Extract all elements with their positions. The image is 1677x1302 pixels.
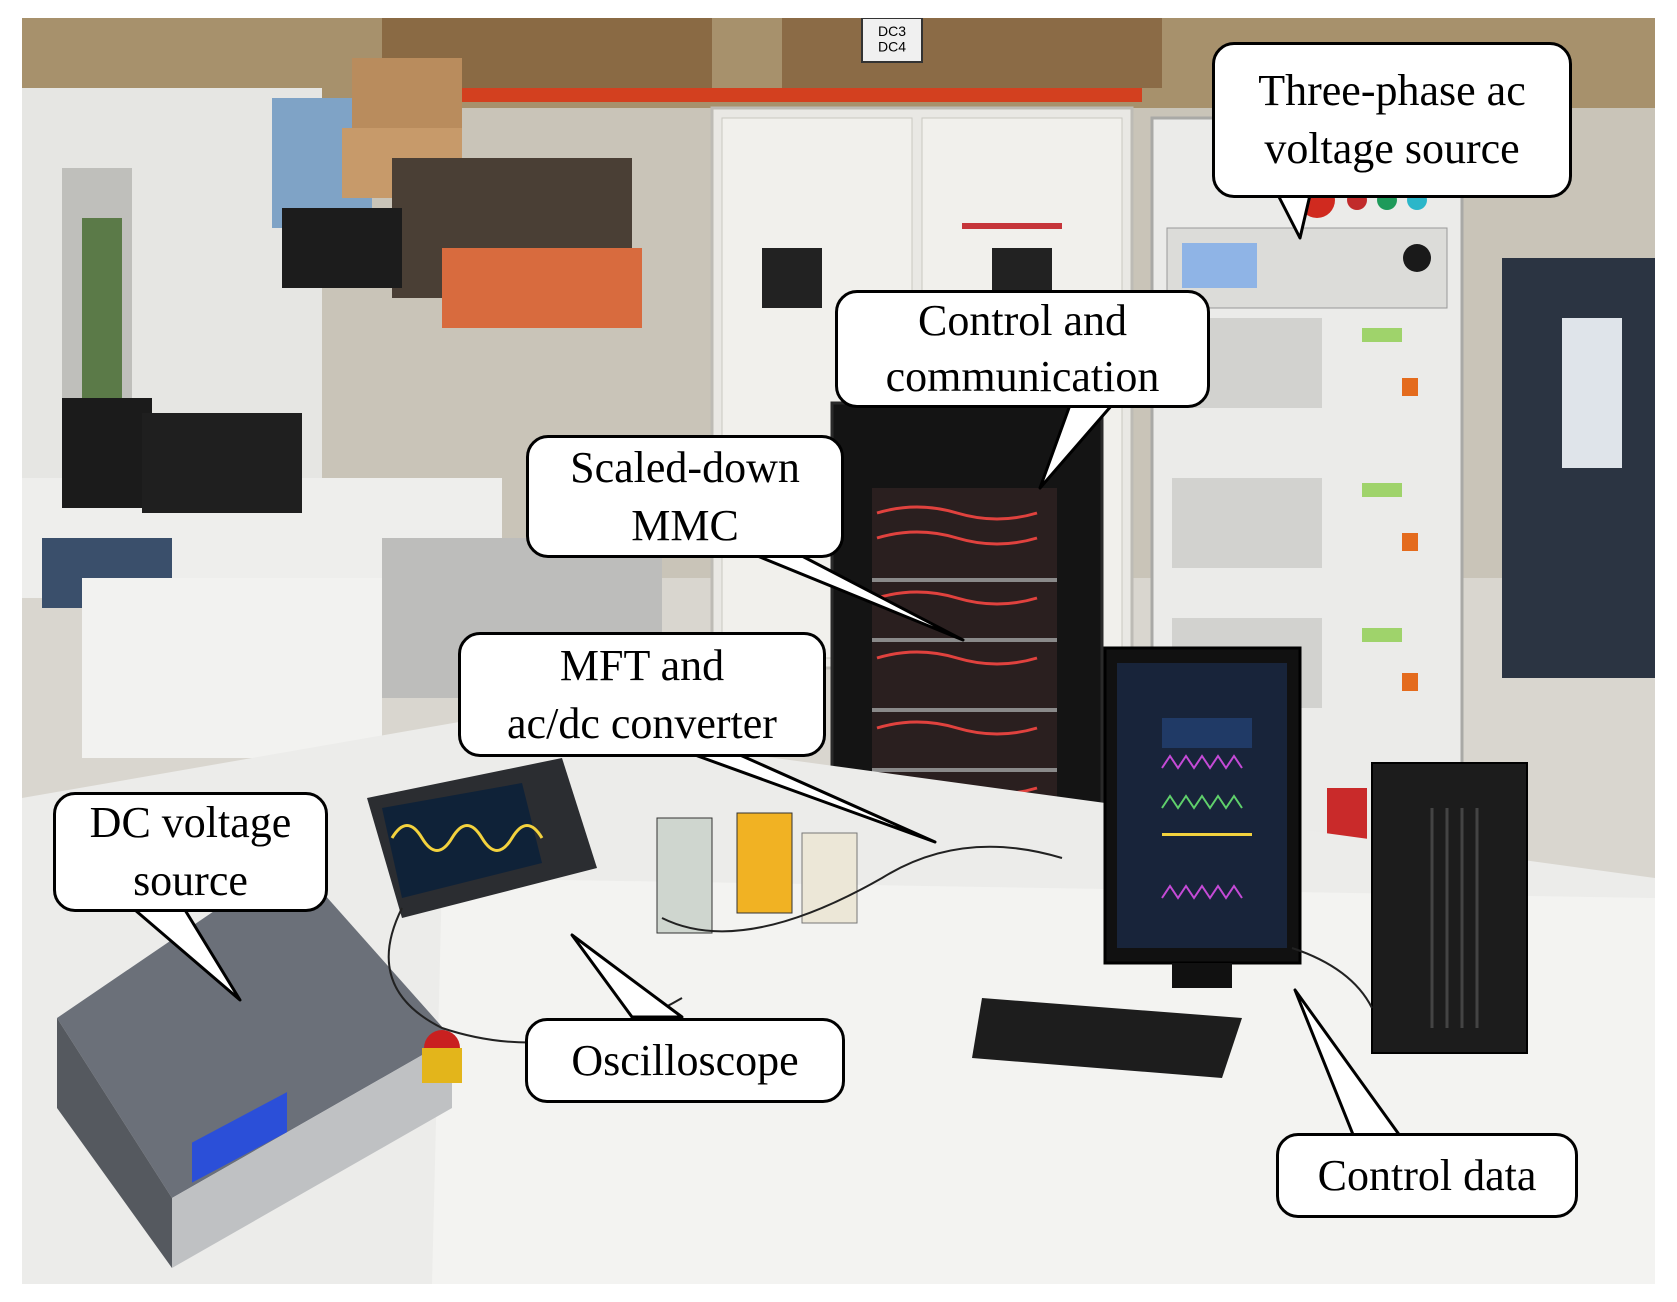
mft-and-acdc-converter-label: MFT and ac/dc converter [458,632,826,757]
control-and-communication-label: Control and communication [835,290,1210,408]
three-phase-ac-voltage-source-label: Three-phase ac voltage source [1212,42,1572,198]
oscilloscope-label: Oscilloscope [525,1018,845,1103]
control-data-label: Control data [1276,1133,1578,1218]
scaled-down-mmc-label: Scaled-down MMC [526,435,844,558]
dc-voltage-source-label: DC voltage source [53,792,328,912]
